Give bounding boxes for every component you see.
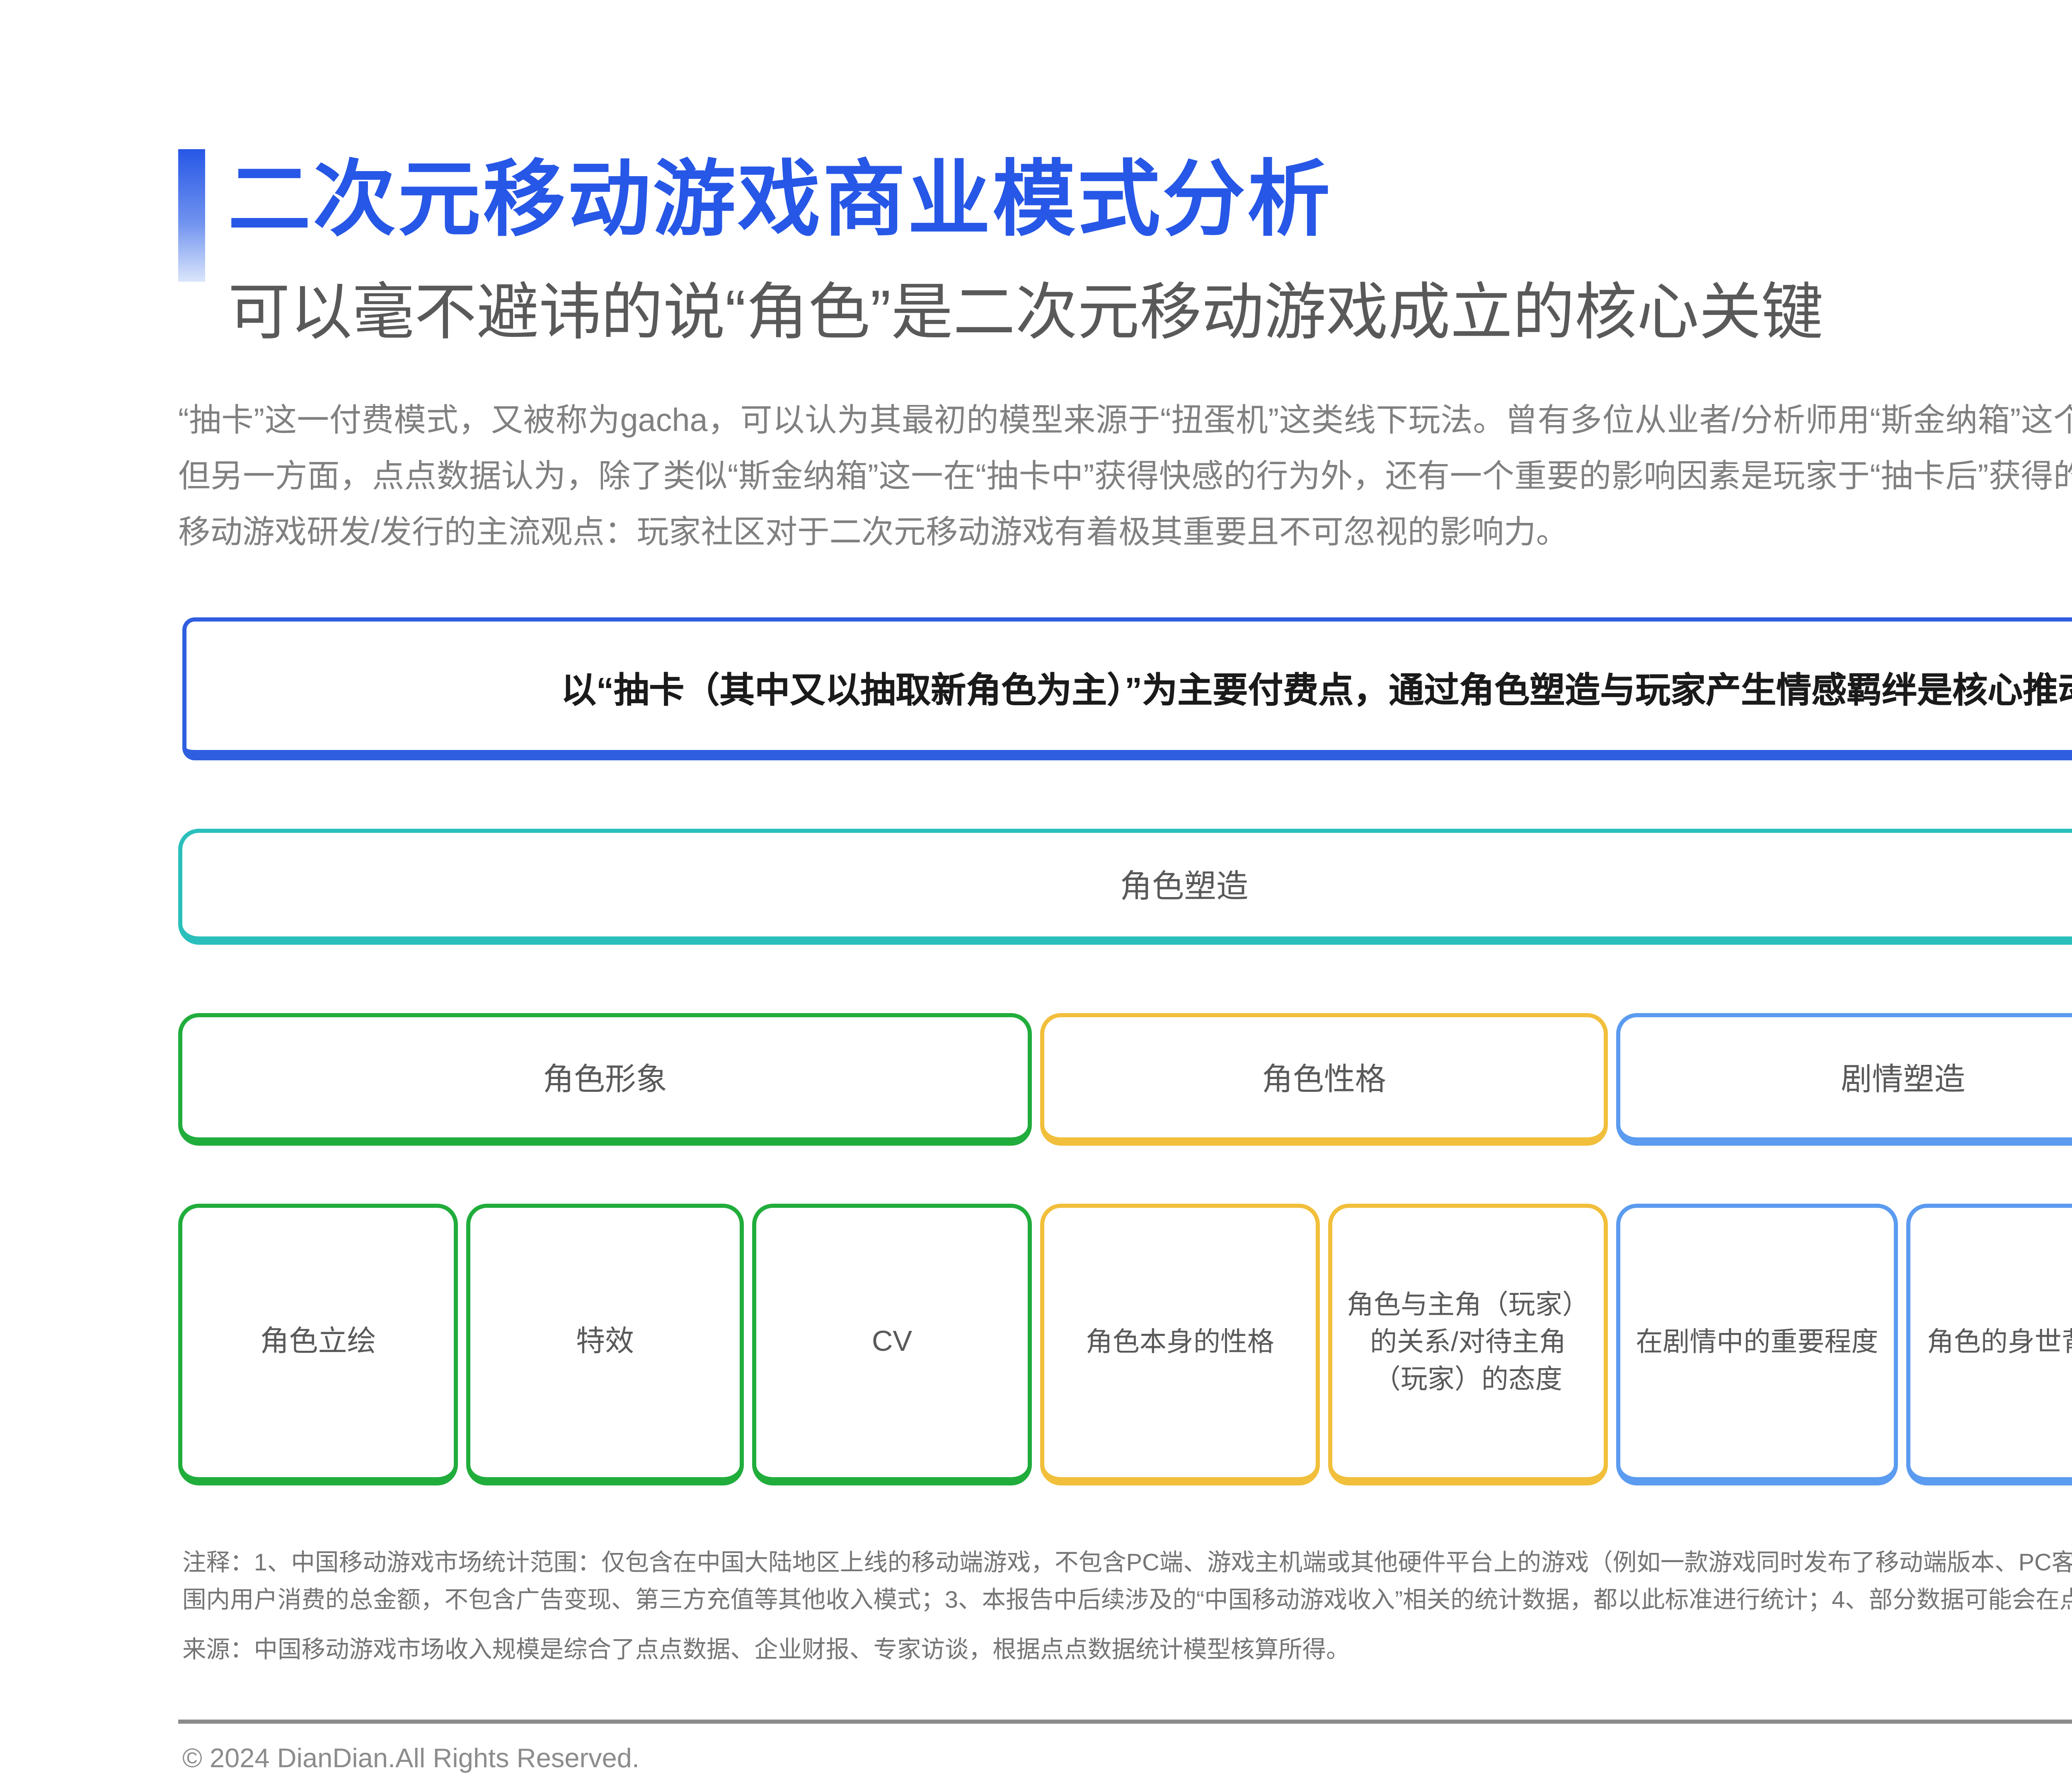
tier2-box-character-image: 角色形象: [178, 1013, 1032, 1146]
footnote-text: 注释：1、中国移动游戏市场统计范围：仅包含在中国大陆地区上线的移动端游戏，不包含…: [182, 1552, 2072, 1614]
tier3-box-character-art: 角色立绘: [178, 1204, 458, 1485]
tier3-box-background-setting: 角色的身世背景设定: [1906, 1204, 2072, 1485]
intro-paragraph: “抽卡”这一付费模式，又被称为gacha，可以认为其最初的模型来源于“扭蛋机”这…: [178, 404, 2072, 551]
tier2-box-story-building: 剧情塑造: [1616, 1013, 2072, 1146]
tier2-box-character-personality: 角色性格: [1040, 1013, 1608, 1146]
tier3-box-relation-to-player: 角色与主角（玩家）的关系/对待主角（玩家）的态度: [1328, 1204, 1608, 1485]
source-text: 来源：中国移动游戏市场收入规模是综合了点点数据、企业财报、专家访谈，根据点点数据…: [182, 1638, 1350, 1664]
footer-divider: [178, 1720, 2072, 1724]
tier3-box-special-effects: 特效: [466, 1204, 744, 1485]
highlight-statement-box: 以“抽卡（其中又以抽取新角色为主）”为主要付费点，通过角色塑造与玩家产生情感羁绊…: [182, 617, 2072, 760]
page-title: 二次元移动游戏商业模式分析: [228, 155, 1332, 247]
tier3-box-story-importance: 在剧情中的重要程度: [1616, 1204, 1898, 1485]
tier3-box-cv: CV: [752, 1204, 1032, 1485]
title-accent-bar: [178, 149, 205, 282]
page-subtitle: 可以毫不避讳的说“角色”是二次元移动游戏成立的核心关键: [228, 280, 1823, 348]
copyright-text: © 2024 DianDian.All Rights Reserved.: [182, 1742, 639, 1773]
footnotes: 注释：1、中国移动游戏市场统计范围：仅包含在中国大陆地区上线的移动端游戏，不包含…: [182, 1548, 2072, 1671]
tier3-box-own-personality: 角色本身的性格: [1040, 1204, 1320, 1485]
tier1-box-character-building: 角色塑造: [178, 829, 2072, 945]
